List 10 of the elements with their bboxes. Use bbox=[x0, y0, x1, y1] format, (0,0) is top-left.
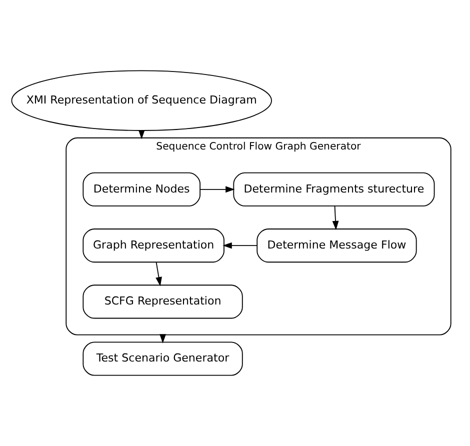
node-box: Determine Nodes bbox=[82, 172, 201, 206]
node-box: Determine Message Flow bbox=[256, 228, 417, 263]
arrow bbox=[222, 242, 258, 249]
arrow bbox=[156, 262, 162, 286]
arrow bbox=[200, 186, 235, 193]
node-box: Graph Representation bbox=[82, 228, 224, 263]
node-box: Determine Fragments sturecture bbox=[233, 172, 435, 206]
node-box: SCFG Representation bbox=[82, 284, 243, 319]
arrow bbox=[332, 206, 339, 230]
node-box: Test Scenario Generator bbox=[82, 342, 243, 376]
